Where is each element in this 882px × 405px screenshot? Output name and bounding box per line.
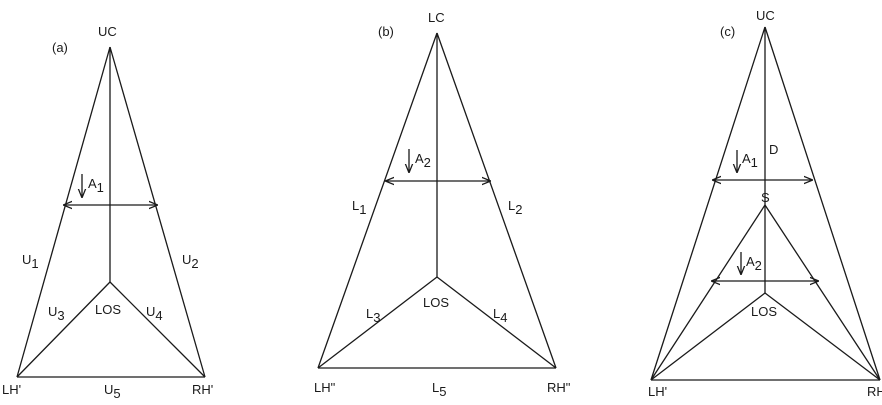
panel-c-upper-width-label: A1 <box>742 151 758 170</box>
panel-b-center-label: LOS <box>423 295 449 310</box>
panel-c-los-right-edge <box>764 292 881 381</box>
panel-a-apex-label: UC <box>98 24 117 39</box>
panel-b-edge-right-inner <box>436 276 557 369</box>
panel-c-inner-right-edge <box>764 204 881 381</box>
panel-c-apex-label: UC <box>756 8 775 23</box>
panel-a-edge-right-outer <box>109 46 206 378</box>
panel-c-edge-right-outer <box>764 26 881 381</box>
panel-c-los-left-edge <box>650 292 766 381</box>
panel-c-left-corner-label: LH' <box>648 384 667 399</box>
panel-b-right-corner-label: RH" <box>547 380 571 395</box>
panel-c: (c) UC A1 A2 D S LOS LH' RH <box>648 8 882 399</box>
panel-b-edge-left-outer <box>317 32 438 369</box>
panel-b-bottom-label: L5 <box>432 380 446 399</box>
panel-a-width-label: A1 <box>88 176 104 195</box>
panel-a: (a) UC A1 U1 U2 U3 U4 LOS LH' U5 RH' <box>2 24 213 401</box>
panel-a-edge-left-outer <box>16 46 111 378</box>
panel-c-tag: (c) <box>720 24 735 39</box>
panel-c-inner-left-edge <box>650 204 766 381</box>
panel-b-left-outer-label: L1 <box>352 198 366 217</box>
panel-b: (b) LC A2 L1 L2 L3 L4 LOS LH" L5 RH" <box>314 10 571 399</box>
panel-c-edge-left-outer <box>650 26 766 381</box>
panel-c-center-label: LOS <box>751 304 777 319</box>
panel-b-right-inner-label: L4 <box>493 306 507 325</box>
panel-a-right-corner-label: RH' <box>192 382 213 397</box>
panel-b-right-outer-label: L2 <box>508 198 522 217</box>
panel-b-edge-left-inner <box>317 276 438 369</box>
panel-c-top-segment-label: D <box>769 142 778 157</box>
panel-a-tag: (a) <box>52 40 68 55</box>
panel-c-lower-width-label: A2 <box>746 254 762 273</box>
panel-b-edge-right-outer <box>436 32 557 369</box>
panel-b-apex-label: LC <box>428 10 445 25</box>
panel-a-center-label: LOS <box>95 302 121 317</box>
panel-a-left-outer-label: U1 <box>22 252 39 271</box>
panel-a-edge-left-inner <box>16 281 111 378</box>
panel-a-left-inner-label: U3 <box>48 304 65 323</box>
panel-b-width-label: A2 <box>415 151 431 170</box>
panel-a-edge-right-inner <box>109 281 206 378</box>
panel-c-right-corner-label: RH <box>867 384 882 399</box>
panel-a-right-inner-label: U4 <box>146 304 163 323</box>
panel-b-tag: (b) <box>378 24 394 39</box>
panel-b-left-inner-label: L3 <box>366 306 380 325</box>
panel-a-left-corner-label: LH' <box>2 382 21 397</box>
panel-a-bottom-label: U5 <box>104 382 121 400</box>
panel-c-inner-apex-label: S <box>761 190 770 205</box>
panel-b-left-corner-label: LH" <box>314 380 336 395</box>
panel-a-right-outer-label: U2 <box>182 252 199 271</box>
